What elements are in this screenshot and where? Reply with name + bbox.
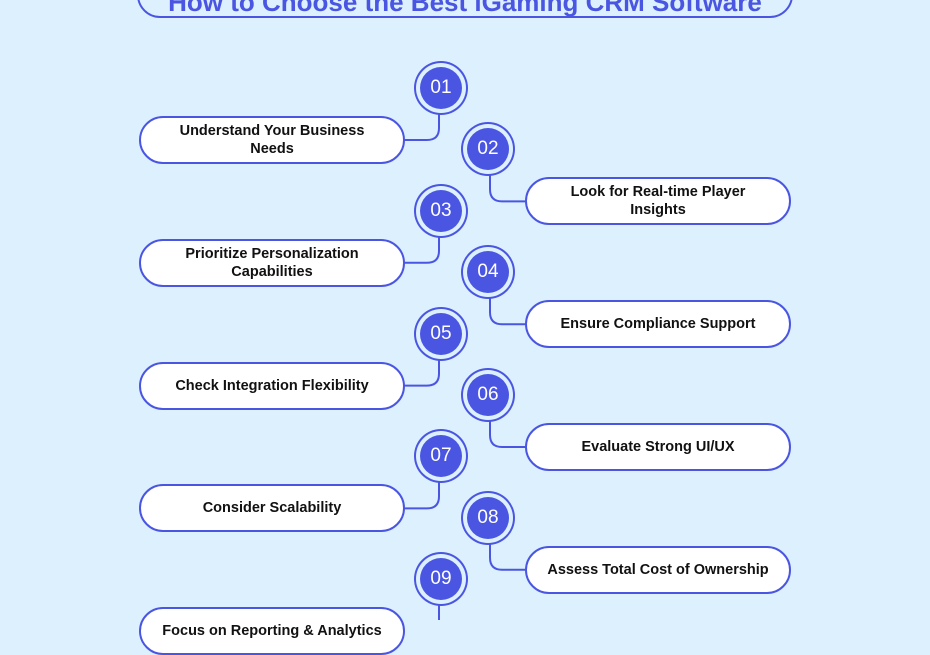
step-number-badge: 08 xyxy=(467,496,509,539)
connector-03 xyxy=(403,231,440,264)
step-label: Consider Scalability xyxy=(202,500,342,517)
step-card: Understand Your Business Needs xyxy=(139,116,405,164)
connector-06 xyxy=(489,416,527,448)
step-card: Look for Real-time Player Insights xyxy=(525,177,791,226)
connector-07 xyxy=(403,477,440,510)
step-card: Evaluate Strong UI/UX xyxy=(525,423,791,471)
connector-02 xyxy=(489,170,527,203)
step-card: Ensure Compliance Support xyxy=(525,300,791,349)
step-card: Prioritize Personalization Capabilities xyxy=(139,238,405,287)
page-title: How to Choose the Best iGaming CRM Softw… xyxy=(168,0,762,17)
step-label: Look for Real-time Player Insights xyxy=(570,184,746,219)
step-label: Assess Total Cost of Ownership xyxy=(547,561,769,578)
step-label: Focus on Reporting & Analytics xyxy=(162,623,382,640)
roadmap-infographic: How to Choose the Best iGaming CRM Softw… xyxy=(137,0,793,655)
step-number-badge: 02 xyxy=(467,128,509,171)
connector-05 xyxy=(403,354,440,387)
step-number-badge: 07 xyxy=(420,435,462,478)
step-label: Understand Your Business Needs xyxy=(179,123,365,157)
step-card: Consider Scalability xyxy=(139,484,405,533)
step-label: Check Integration Flexibility xyxy=(175,377,369,394)
connector-lines xyxy=(222,76,708,620)
step-number-badge: 06 xyxy=(467,374,509,416)
step-card: Check Integration Flexibility xyxy=(139,361,405,410)
step-number-badge: 03 xyxy=(420,189,462,232)
step-label: Prioritize Personalization Capabilities xyxy=(185,245,359,280)
connector-09 xyxy=(437,600,440,620)
step-card: Focus on Reporting & Analytics xyxy=(139,607,405,655)
step-number-badge: 05 xyxy=(420,312,462,355)
step-label: Evaluate Strong UI/UX xyxy=(581,439,735,455)
connector-01 xyxy=(403,109,440,141)
step-label: Ensure Compliance Support xyxy=(560,316,756,333)
step-number-badge: 09 xyxy=(420,558,462,601)
connector-08 xyxy=(489,538,527,571)
step-number-badge: 01 xyxy=(420,67,462,109)
step-number-badge: 04 xyxy=(467,251,509,294)
connector-04 xyxy=(489,293,527,326)
step-card: Assess Total Cost of Ownership xyxy=(525,545,791,594)
